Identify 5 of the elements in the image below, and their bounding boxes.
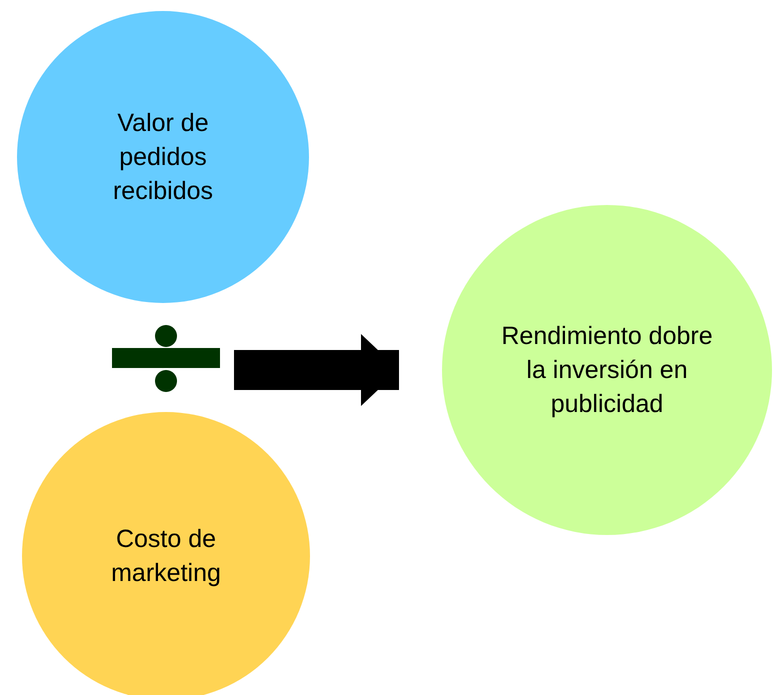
node-text: Rendimiento dobre la inversión en publicidad [500,321,714,420]
node-text: Costo de marketing [110,524,222,589]
node-text: Valor de pedidos recibidos [112,108,214,207]
division-sign-icon [112,325,220,392]
block-arrow [234,334,399,406]
